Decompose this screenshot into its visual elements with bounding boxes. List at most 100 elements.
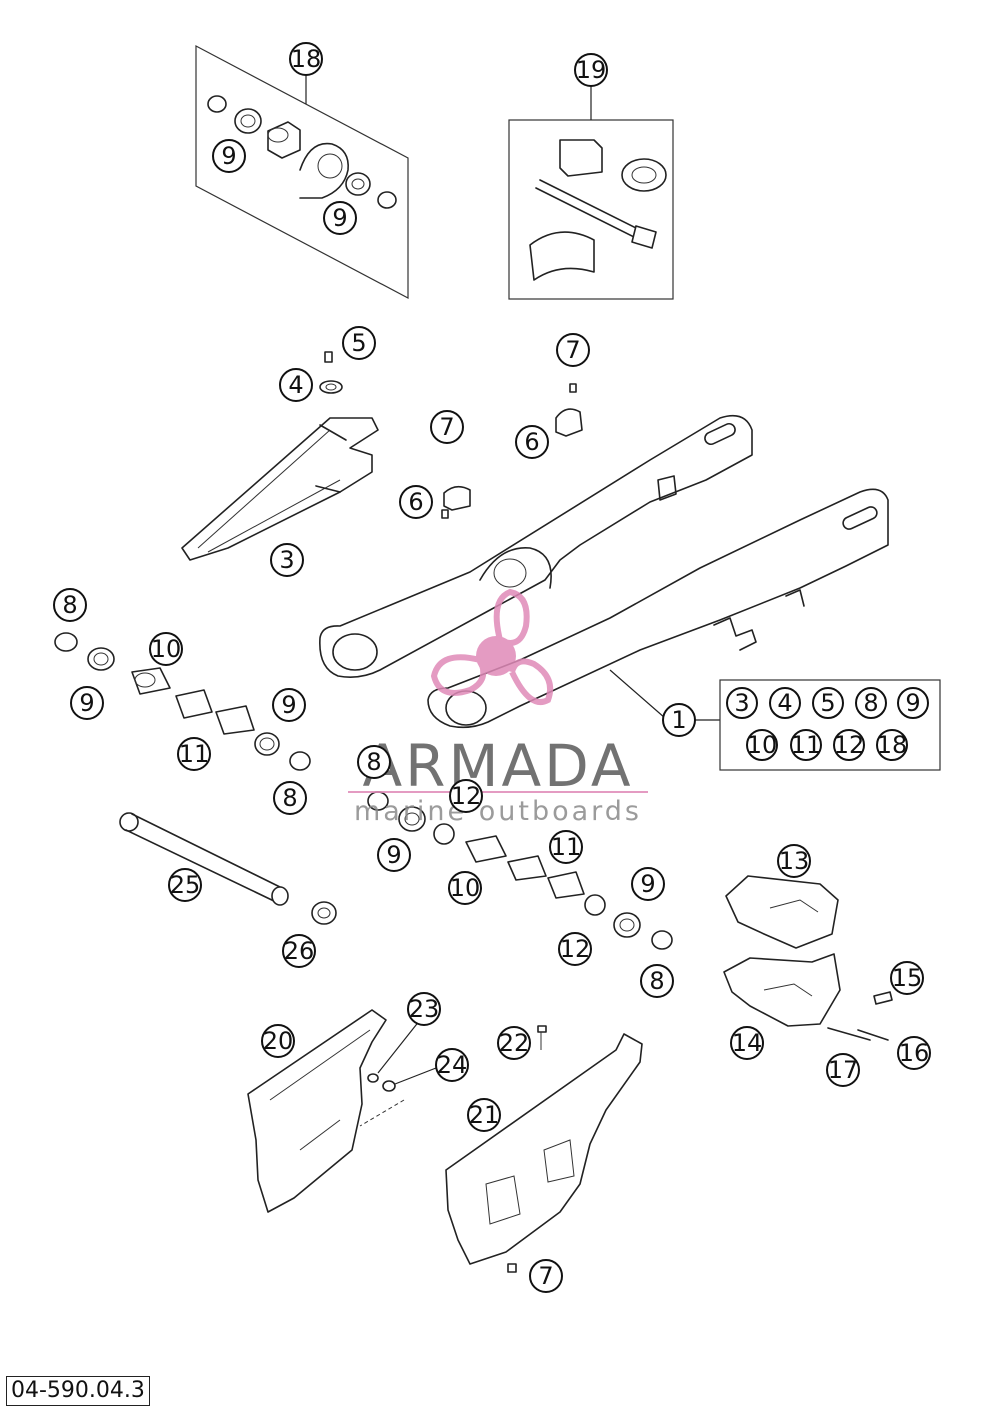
- callout-10-label: 10: [151, 635, 182, 663]
- callout-17-label: 17: [828, 1056, 859, 1084]
- callout-4-label: 4: [288, 371, 303, 399]
- callout-8: 8: [273, 781, 307, 815]
- tool-kit-19-group: [508, 86, 674, 300]
- callout-11-label: 11: [179, 740, 210, 768]
- kit-1-callout-18-label: 18: [877, 731, 908, 759]
- callout-6: 6: [399, 485, 433, 519]
- kit-1-callout-11-label: 11: [791, 731, 822, 759]
- callout-13: 13: [777, 844, 811, 878]
- callout-11-label: 11: [551, 833, 582, 861]
- callout-4: 4: [279, 368, 313, 402]
- swingarm-1: [319, 414, 941, 771]
- callout-16: 16: [897, 1036, 931, 1070]
- callout-7-label: 7: [538, 1262, 553, 1290]
- callout-9-label: 9: [79, 689, 94, 717]
- callout-9: 9: [323, 201, 357, 235]
- callout-7: 7: [430, 410, 464, 444]
- callout-23-label: 23: [409, 995, 440, 1023]
- propeller-logo: [430, 588, 554, 705]
- callout-1-label: 1: [671, 706, 686, 734]
- kit-1-callout-12: 12: [833, 729, 865, 761]
- callout-12-label: 12: [451, 782, 482, 810]
- callout-5: 5: [342, 326, 376, 360]
- callout-10: 10: [149, 632, 183, 666]
- small-hardware: [319, 351, 583, 519]
- callout-11: 11: [177, 737, 211, 771]
- callout-9-label: 9: [640, 870, 655, 898]
- kit-1-callout-5-label: 5: [820, 689, 835, 717]
- kit-1-callout-5: 5: [812, 687, 844, 719]
- callout-20-label: 20: [263, 1027, 294, 1055]
- chain-guard-20: [247, 1009, 437, 1213]
- watermark-tagline: marine outboards: [354, 796, 642, 827]
- callout-14: 14: [730, 1026, 764, 1060]
- kit-1-callout-10-label: 10: [747, 731, 778, 759]
- kit-1-callout-10: 10: [746, 729, 778, 761]
- callout-24-label: 24: [437, 1051, 468, 1079]
- callout-18-label: 18: [291, 45, 322, 73]
- kit-1-callout-4-label: 4: [777, 689, 792, 717]
- callout-8: 8: [640, 964, 674, 998]
- callout-6-label: 6: [408, 488, 423, 516]
- kit-1-callout-9-label: 9: [905, 689, 920, 717]
- kit-1-callout-8: 8: [855, 687, 887, 719]
- callout-1: 1: [662, 703, 696, 737]
- callout-22: 22: [497, 1026, 531, 1060]
- callout-26: 26: [282, 934, 316, 968]
- callout-18: 18: [289, 42, 323, 76]
- callout-9: 9: [212, 139, 246, 173]
- callout-12: 12: [449, 779, 483, 813]
- bearing-kit-18-group: [195, 45, 409, 299]
- callout-17: 17: [826, 1053, 860, 1087]
- callout-11: 11: [549, 830, 583, 864]
- callout-5-label: 5: [351, 329, 366, 357]
- kit-1-callout-3: 3: [726, 687, 758, 719]
- callout-9: 9: [631, 867, 665, 901]
- watermark-brand: ARMADA: [362, 732, 633, 800]
- callout-7: 7: [556, 333, 590, 367]
- chain-slider-3: [181, 417, 379, 561]
- callout-10: 10: [448, 871, 482, 905]
- callout-10-label: 10: [450, 874, 481, 902]
- callout-25-label: 25: [170, 871, 201, 899]
- callout-9: 9: [70, 686, 104, 720]
- callout-9-label: 9: [386, 841, 401, 869]
- callout-12-label: 12: [560, 935, 591, 963]
- callout-7: 7: [529, 1259, 563, 1293]
- chain-guard-21: [445, 1025, 643, 1273]
- callout-14-label: 14: [732, 1029, 763, 1057]
- callout-9-label: 9: [221, 142, 236, 170]
- kit-1-callout-4: 4: [769, 687, 801, 719]
- callout-9: 9: [272, 688, 306, 722]
- callout-8-label: 8: [282, 784, 297, 812]
- callout-7-label: 7: [565, 336, 580, 364]
- callout-23: 23: [407, 992, 441, 1026]
- diagram-code: 04-590.04.3: [6, 1376, 150, 1406]
- callout-26-label: 26: [284, 937, 315, 965]
- left-bearing-stack: [54, 632, 311, 771]
- kit-1-callout-12-label: 12: [834, 731, 865, 759]
- chain-guide-13-14: [723, 875, 893, 1041]
- kit-1-callout-8-label: 8: [863, 689, 878, 717]
- armada-watermark: ARMADA marine outboards: [348, 588, 648, 827]
- callout-19: 19: [574, 53, 608, 87]
- callout-9: 9: [377, 838, 411, 872]
- callout-3: 3: [270, 543, 304, 577]
- callout-3-label: 3: [279, 546, 294, 574]
- callout-15-label: 15: [892, 964, 923, 992]
- callout-8-label: 8: [62, 591, 77, 619]
- callout-22-label: 22: [499, 1029, 530, 1057]
- callout-24: 24: [435, 1048, 469, 1082]
- callout-19-label: 19: [576, 56, 607, 84]
- callout-25: 25: [168, 868, 202, 902]
- callout-8: 8: [357, 745, 391, 779]
- callout-16-label: 16: [899, 1039, 930, 1067]
- callout-6-label: 6: [524, 428, 539, 456]
- pivot-axle-25: [119, 812, 337, 925]
- callout-13-label: 13: [779, 847, 810, 875]
- kit-1-callout-9: 9: [897, 687, 929, 719]
- callout-6: 6: [515, 425, 549, 459]
- callout-9-label: 9: [332, 204, 347, 232]
- callout-21-label: 21: [469, 1101, 500, 1129]
